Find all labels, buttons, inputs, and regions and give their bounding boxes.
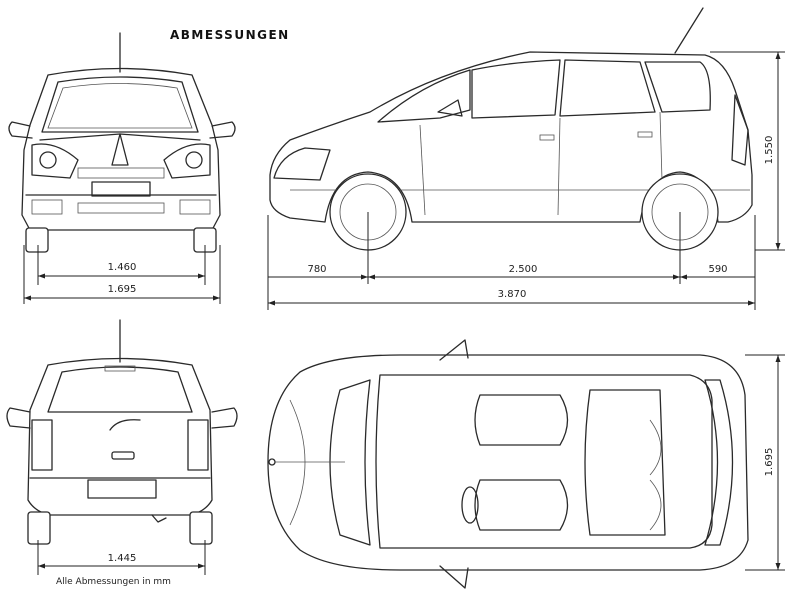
license-plate [91, 181, 151, 197]
rear-door-window [559, 59, 656, 117]
steering-wheel [461, 486, 479, 524]
dim-front-width: 1.695 [108, 284, 137, 295]
drawing-title: ABMESSUNGEN [170, 28, 290, 42]
top-view [267, 339, 749, 589]
front-door-window [471, 59, 561, 119]
rear-bench [584, 389, 666, 536]
rear-right-tire [189, 511, 213, 545]
exhaust [151, 514, 167, 523]
right-headlight [163, 143, 211, 179]
rear-brake-light [104, 365, 136, 372]
top-roof [375, 374, 713, 549]
rear-wiper [109, 419, 141, 431]
top-windshield [329, 379, 371, 546]
units-note: Alle Abmessungen in mm [56, 577, 171, 587]
rear-window [47, 366, 193, 413]
rear-view [6, 319, 238, 545]
side-mirror [437, 99, 463, 117]
dim-height: 1.550 [764, 136, 775, 165]
side-dimensions: 780 2.500 590 3.870 1.550 [267, 51, 785, 310]
side-headlight [273, 147, 331, 181]
side-view [269, 7, 753, 284]
front-view [8, 32, 236, 253]
dim-wheelbase: 2.500 [509, 264, 538, 275]
dim-top-width: 1.695 [764, 448, 775, 477]
dim-front-overhang: 780 [307, 264, 326, 275]
rear-left-tire [27, 511, 51, 545]
emblem [111, 133, 129, 166]
dim-rear-overhang: 590 [708, 264, 727, 275]
rear-body-outline [27, 357, 213, 516]
front-right-seat [474, 394, 569, 446]
side-body-outline [269, 51, 753, 223]
side-antenna [674, 7, 704, 54]
top-left-mirror [439, 565, 469, 589]
lower-grille [77, 202, 165, 214]
side-taillight [731, 94, 749, 166]
rear-dimensions: 1.445 [37, 540, 206, 575]
left-taillight [31, 419, 53, 471]
front-body-outline [21, 67, 221, 231]
rear-right-mirror [211, 407, 238, 429]
dim-rear-track: 1.445 [108, 553, 137, 564]
front-dimensions: 1.460 1.695 [23, 245, 221, 304]
rear-handle [111, 451, 135, 460]
top-right-mirror [439, 339, 469, 361]
front-quarter-window [377, 69, 471, 123]
left-mirror [8, 121, 33, 139]
front-left-tire [25, 227, 49, 253]
rear-left-mirror [6, 407, 31, 429]
left-headlight [31, 143, 79, 179]
top-rear-window [704, 379, 734, 546]
rear-quarter-window [644, 61, 711, 113]
top-body-outline [267, 354, 749, 571]
top-dimensions: 1.695 [745, 354, 785, 571]
right-taillight [187, 419, 209, 471]
right-mirror [209, 121, 236, 139]
front-left-seat [474, 479, 569, 531]
dim-front-track: 1.460 [108, 262, 137, 273]
windshield [41, 76, 199, 133]
dim-length: 3.870 [498, 289, 527, 300]
rear-license-plate [87, 479, 157, 499]
